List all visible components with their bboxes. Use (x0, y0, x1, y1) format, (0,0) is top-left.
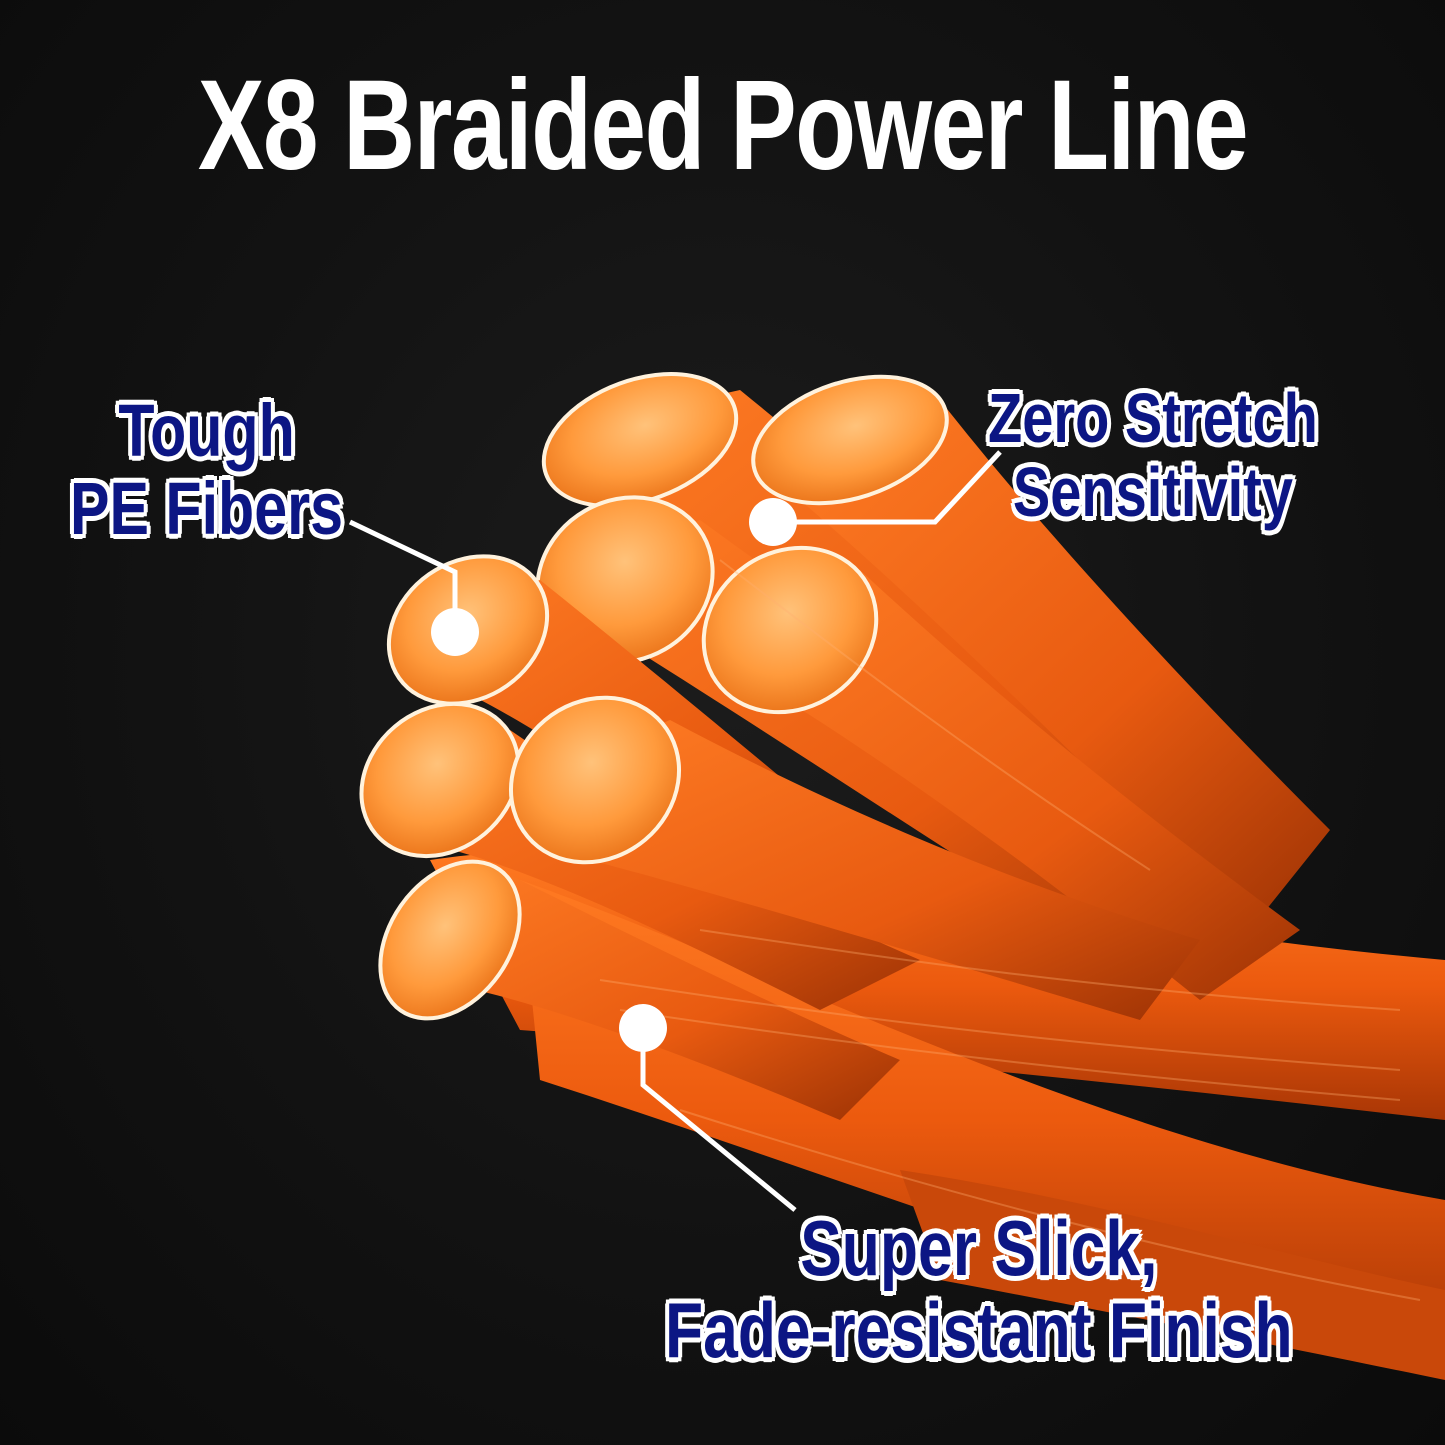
callout-slick-line1: Super Slick, (800, 1204, 1158, 1292)
page-title: X8 Braided Power Line (197, 54, 1249, 197)
strand-front (378, 859, 900, 1120)
callout-tough-line2: PE Fibers (70, 466, 344, 550)
callout-zero-line1: Zero Stretch (988, 379, 1318, 457)
strand-center (508, 695, 1200, 1020)
callout-tough-connector (348, 519, 479, 656)
callout-zero-connector (749, 450, 1002, 546)
callout-tough-pe-fibers: Tough PE Fibers (70, 392, 343, 547)
strand-long-3 (900, 1170, 1445, 1380)
strand-mid-2 (701, 545, 1300, 1000)
callout-zero-line2: Sensitivity (1012, 452, 1293, 531)
callout-slick-connector (619, 1004, 797, 1212)
callout-super-slick: Super Slick, Fade-resistant Finish (665, 1204, 1293, 1374)
fiber-texture (599, 559, 1421, 1301)
strand-back-2 (751, 374, 1330, 930)
callout-slick-line2: Fade-resistant Finish (665, 1285, 1293, 1374)
callout-zero-stretch: Zero Stretch Sensitivity (988, 379, 1318, 531)
callout-tough-line1: Tough (118, 389, 295, 472)
